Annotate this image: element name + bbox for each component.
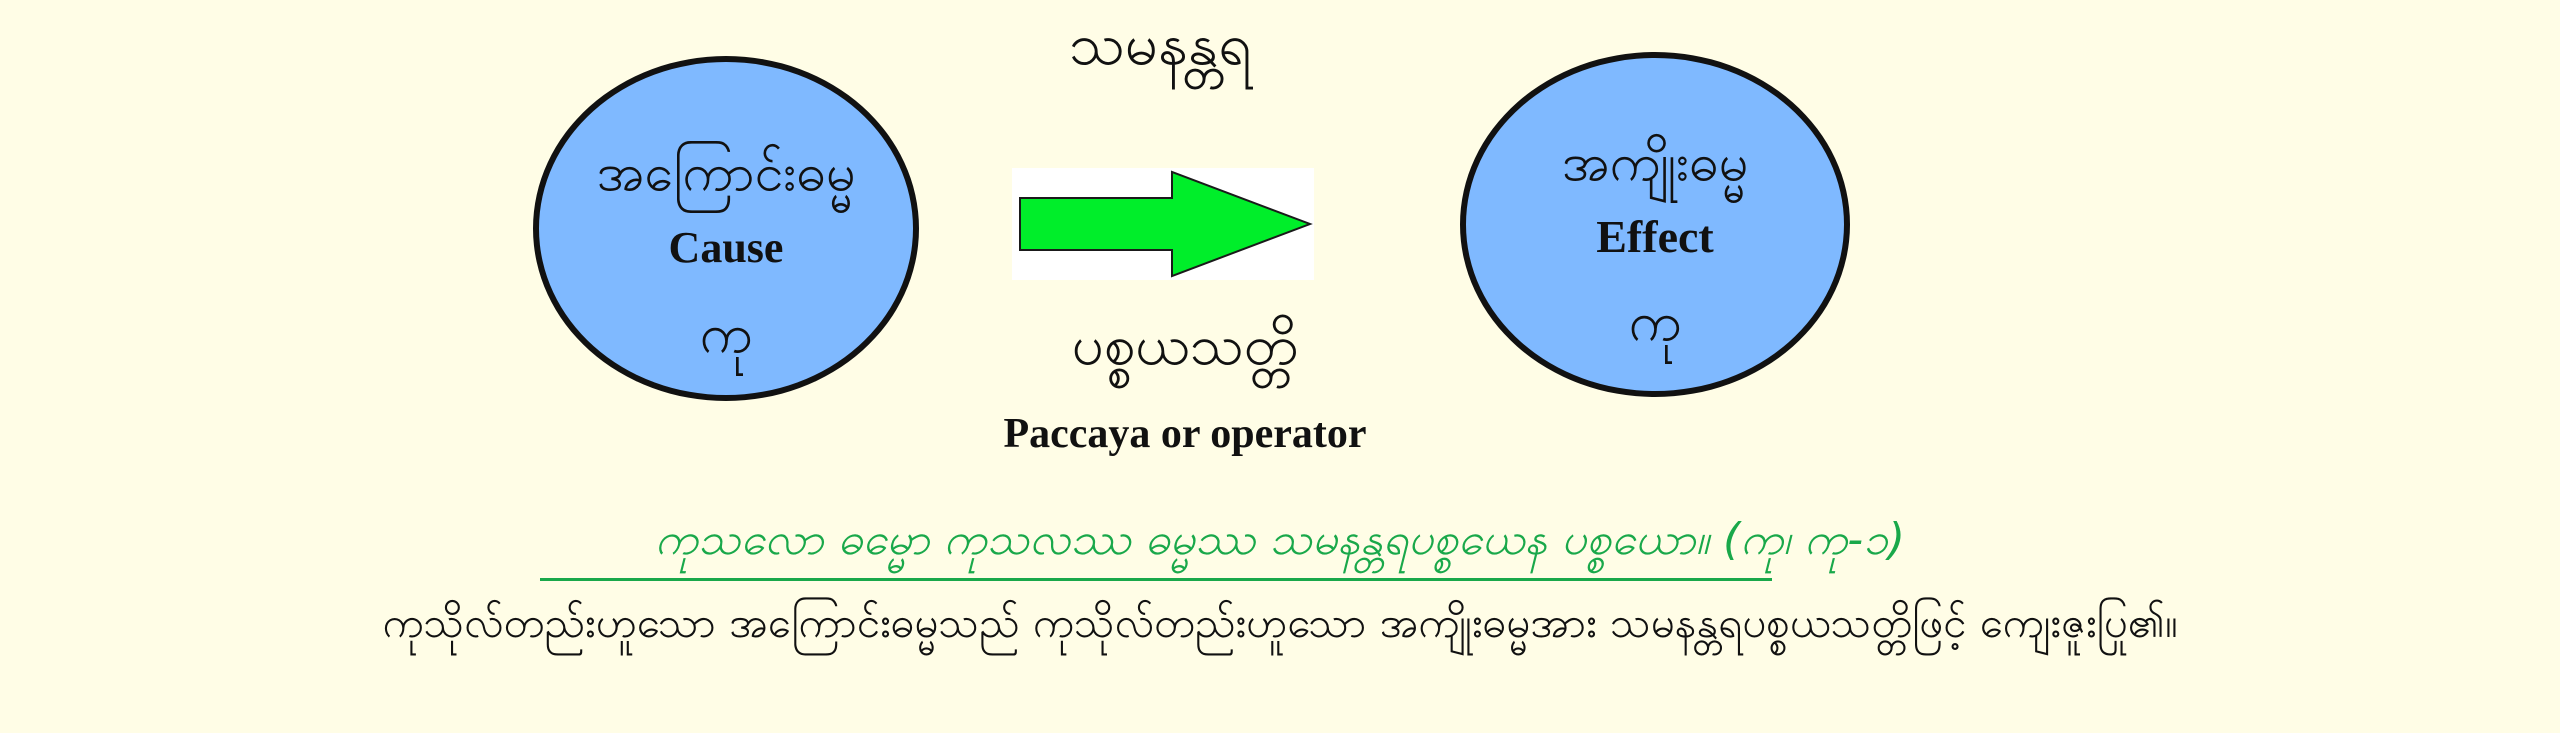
cause-ku-label: ကု bbox=[699, 302, 753, 365]
top-label: သမနန္တရ bbox=[1068, 10, 1252, 78]
operator-english-label: Paccaya or operator bbox=[1003, 411, 1367, 457]
pali-text-line: ကုသလော ဓမ္မော ကုသလဿ ဓမ္မဿ သမနန္တရပစ္စယေန… bbox=[654, 514, 1906, 565]
effect-myanmar-label: အကျိုးဓမ္မ bbox=[1561, 133, 1749, 193]
effect-circle bbox=[1460, 52, 1850, 397]
cause-english-label: Cause bbox=[668, 223, 784, 272]
right-arrow-icon bbox=[1019, 170, 1313, 278]
operator-myanmar-label: ပစ္စယသတ္တိ bbox=[1071, 313, 1299, 378]
cause-circle bbox=[533, 56, 919, 401]
effect-english-label: Effect bbox=[1596, 211, 1714, 262]
pali-underline bbox=[540, 578, 1772, 581]
cause-myanmar-label: အကြောင်းဓမ္မ bbox=[596, 143, 856, 203]
effect-ku-label: ကု bbox=[1628, 290, 1682, 353]
translation-text-line: ကုသိုလ်တည်းဟူသော အကြောင်းဓမ္မသည် ကုသိုလ်… bbox=[382, 598, 2178, 647]
